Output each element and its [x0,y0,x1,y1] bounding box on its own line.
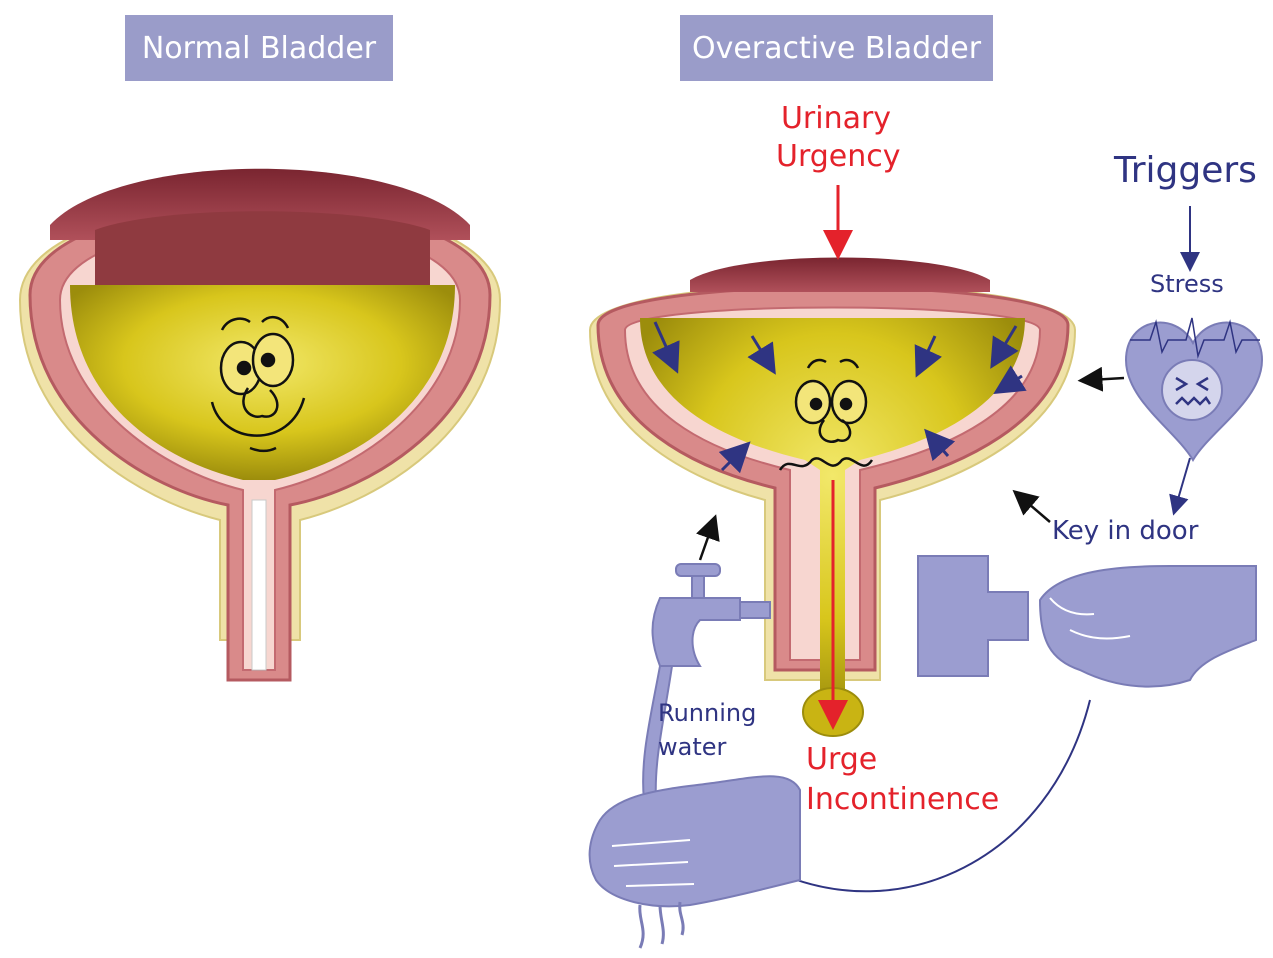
stress-label: Stress [1150,270,1224,298]
hands-washing-icon [590,776,800,948]
running-water-label: Running water [658,696,756,764]
urinary-urgency-label: Urinary Urgency [776,100,896,176]
triggers-label: Triggers [1114,150,1257,191]
stressed-heart-icon [1126,318,1262,460]
faucet-icon [643,564,770,800]
hand-key-icon [918,556,1256,687]
normal-bladder [20,169,500,680]
key-in-door-label: Key in door [1052,516,1198,546]
urge-incontinence-label: Urge Incontinence [806,740,999,820]
